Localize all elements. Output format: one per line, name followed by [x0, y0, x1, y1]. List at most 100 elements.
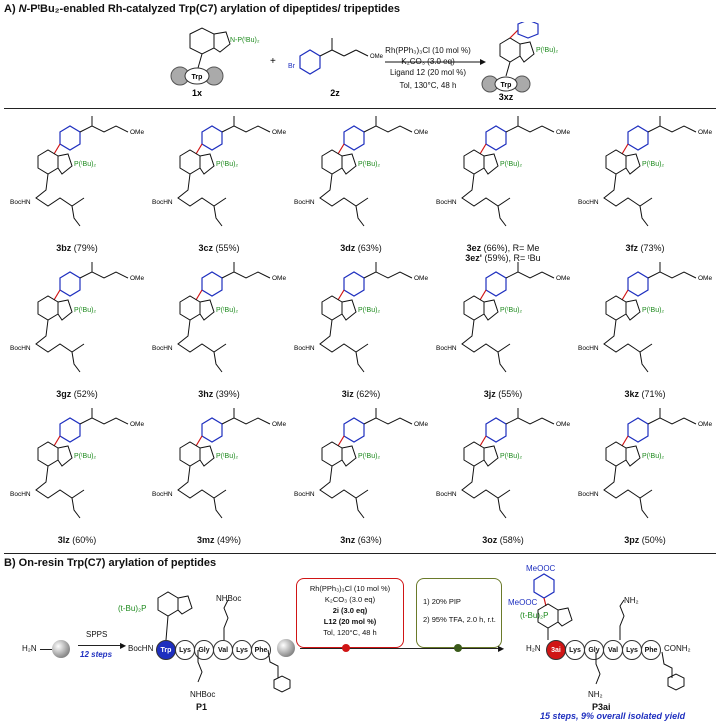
indole-benzene — [605, 295, 627, 321]
ome-label: OMe — [414, 275, 428, 282]
indole-pyrrole — [625, 445, 641, 467]
compound-yield: (63%) — [355, 535, 382, 545]
divider-bottom — [4, 553, 716, 554]
spps-steps: 12 steps — [80, 650, 113, 659]
pbu-label: P(ᵗBu)₂ — [216, 307, 238, 314]
ome-label: OMe — [698, 129, 712, 136]
bochn-label: BocHN — [152, 491, 173, 498]
indole-pyrrole — [341, 299, 357, 321]
indole-pyrrole — [57, 299, 73, 321]
indole-pyrrole — [483, 153, 499, 175]
bochn-label: BocHN — [10, 491, 31, 498]
pbu-label: P(ᵗBu)₂ — [500, 161, 522, 168]
compound-id: 3kz — [624, 389, 639, 399]
compound-yield: (63%) — [355, 243, 382, 253]
peptide-backbone — [603, 319, 653, 353]
product-core: Trp — [501, 82, 512, 89]
compound-yield: (73%) — [638, 243, 665, 253]
amide-tail — [221, 262, 271, 279]
conditions-box-2: 1) 20% PIP 2) 95% TFA, 2.0 h, r.t. — [416, 578, 502, 648]
compound-yield: (59%), R= ᵗBu — [481, 253, 541, 263]
section-b-title-text: On-resin Trp(C7) arylation of peptides — [18, 557, 217, 569]
reactant-1-core: Trp — [192, 74, 203, 81]
c7-bond — [337, 289, 345, 301]
reaction-arrowhead — [480, 59, 486, 65]
b-cond-reagent: 2i (3.0 eq) — [332, 606, 368, 615]
c7-bond — [195, 143, 203, 155]
compound-label-3hz: 3hz (39%) — [150, 389, 288, 399]
amide-tail — [363, 116, 413, 133]
reactant-1-structure — [170, 27, 231, 86]
amide-tail — [505, 262, 555, 279]
side-chain — [71, 497, 81, 519]
compound-id: 3ez' — [465, 253, 482, 263]
ome-label: OMe — [556, 421, 570, 428]
amide-tail — [363, 408, 413, 425]
p3-sidechains — [533, 573, 685, 691]
amide-tail — [647, 116, 697, 133]
peptide-backbone — [461, 173, 511, 207]
c7-bond — [53, 143, 61, 155]
p3-nh2-bottom: NH₂ — [588, 690, 603, 699]
compound-label-3pz: 3pz (50%) — [576, 535, 714, 545]
indole-benzene — [179, 295, 201, 321]
compound-yield: (49%) — [214, 535, 242, 545]
peptide-backbone — [603, 465, 653, 499]
pbu-label: P(ᵗBu)₂ — [74, 307, 96, 314]
indole-benzene — [179, 441, 201, 467]
compound-id: 3jz — [483, 389, 496, 399]
indole-pyrrole — [341, 153, 357, 175]
ome-label: OMe — [556, 129, 570, 136]
amide-tail — [363, 262, 413, 279]
c7-bond — [479, 289, 487, 301]
indole-benzene — [37, 149, 59, 175]
compound-id: 3hz — [198, 389, 214, 399]
ome-label: OMe — [556, 275, 570, 282]
side-chain — [213, 205, 223, 227]
indole-benzene — [37, 441, 59, 467]
condition-temp: Tol, 130°C, 48 h — [399, 81, 457, 90]
ome-label: OMe — [272, 129, 286, 136]
h2n-start: H₂N — [22, 644, 37, 653]
p1-sidechains — [157, 591, 291, 693]
pbu-label: P(ᵗBu)₂ — [500, 453, 522, 460]
peptide-backbone — [177, 319, 227, 353]
compound-yield: (50%) — [639, 535, 666, 545]
p3-meooc-top: MeOOC — [526, 564, 556, 573]
compound-id: 3gz — [56, 389, 72, 399]
p1-bochn: BocHN — [128, 644, 154, 653]
section-b-letter: B) — [4, 557, 16, 569]
c7-bond — [53, 289, 61, 301]
bochn-label: BocHN — [578, 199, 599, 206]
aryl-ring — [627, 125, 649, 151]
compound-yield: (55%) — [213, 243, 240, 253]
c7-bond — [479, 435, 487, 447]
conditions-box-1: Rh(PPh₃)₃Cl (10 mol %) K₂CO₃ (3.0 eq) 2i… — [296, 578, 404, 648]
pbu-label: P(ᵗBu)₂ — [642, 307, 664, 314]
ome-label: OMe — [130, 129, 144, 136]
compound-yield: (52%) — [71, 389, 98, 399]
amide-tail — [79, 116, 129, 133]
c7-bond — [337, 143, 345, 155]
p3-meooc-bottom: MeOOC — [508, 598, 538, 607]
indole-benzene — [37, 295, 59, 321]
amide-tail — [647, 408, 697, 425]
b-cond-temp: Tol, 120°C, 48 h — [323, 628, 377, 637]
ome-label: OMe — [698, 275, 712, 282]
c7-bond — [621, 143, 629, 155]
pbu-label: P(ᵗBu)₂ — [74, 161, 96, 168]
peptide-backbone — [319, 319, 369, 353]
amide-tail — [505, 408, 555, 425]
side-chain — [639, 205, 649, 227]
indole-benzene — [605, 441, 627, 467]
reactant-2-br: Br — [288, 63, 296, 70]
indole-benzene — [605, 149, 627, 175]
